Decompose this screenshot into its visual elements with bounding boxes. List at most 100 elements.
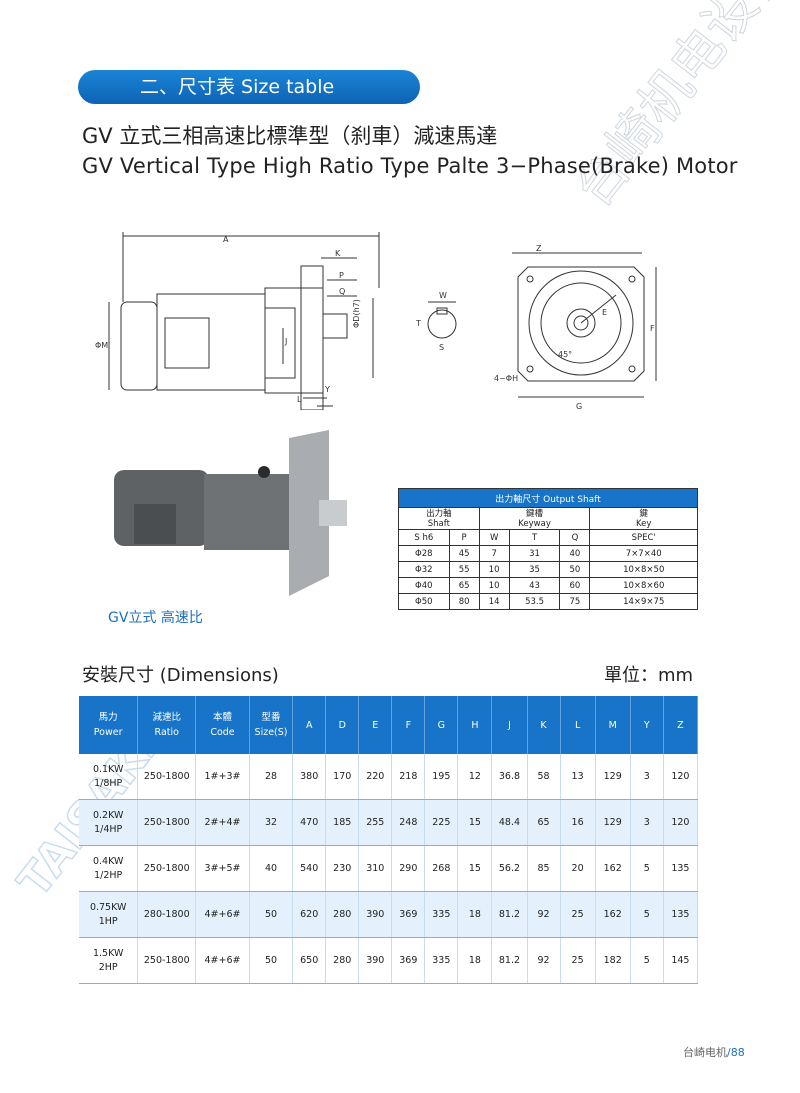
dims-header-en: Power [93, 727, 123, 738]
dims-cell: 36.8 [491, 754, 528, 800]
footer: 台崎电机/88 [683, 1044, 745, 1060]
dims-cell: 310 [358, 845, 393, 892]
dims-header-cell: E [358, 696, 393, 754]
group-key-en: Key [636, 518, 652, 529]
dims-cell: 5 [630, 891, 664, 938]
dims-header-cell: F [391, 696, 426, 754]
label-f: F [650, 324, 655, 333]
dims-cell: 18 [457, 891, 493, 938]
dims-cell: 369 [391, 891, 426, 938]
dims-cell: 225 [424, 799, 459, 846]
shaft-section-drawing: W T S [415, 291, 457, 352]
shaft-cell: 75 [559, 593, 591, 610]
dims-header-cell: A [292, 696, 327, 754]
shaft-cell: 80 [448, 593, 480, 610]
label-d: ΦD(h7) [352, 299, 361, 328]
dims-header-cell: D [325, 696, 360, 754]
label-angle: 45° [558, 350, 572, 359]
dims-cell: 25 [560, 937, 596, 984]
dims-cell: 540 [292, 845, 327, 892]
dims-cell: 81.2 [491, 891, 528, 938]
col-header: W [478, 529, 510, 546]
shaft-cell: 10 [478, 577, 510, 594]
dims-cell: 120 [663, 754, 699, 800]
dims-cell: 129 [595, 799, 631, 846]
dims-header-en: Y [643, 719, 650, 731]
col-header: S h6 [398, 529, 450, 546]
col-header: P [448, 529, 480, 546]
dims-cell: 250-1800 [137, 799, 197, 846]
label-k: K [335, 249, 341, 258]
front-view-drawing: Z E F G 4−ΦH 45° [494, 245, 657, 411]
group-shaft-en: Shaft [427, 518, 450, 529]
dims-cell: 92 [527, 937, 561, 984]
dims-cell: 65 [527, 799, 561, 846]
dims-header-cell: L [560, 696, 596, 754]
group-keyway-cn: 鍵槽 [526, 508, 544, 519]
shaft-cell: 53.5 [508, 593, 561, 610]
power-hp: 1/4HP [94, 823, 123, 835]
dims-cell: 25 [560, 891, 596, 938]
dims-cell: 129 [595, 754, 631, 800]
dims-cell: 40 [249, 845, 294, 892]
dims-cell: 255 [358, 799, 393, 846]
power-kw: 1.5KW [92, 947, 124, 959]
dims-cell: 218 [391, 754, 426, 800]
dims-header-en: F [405, 719, 412, 731]
dims-cell: 81.2 [491, 937, 528, 984]
label-l: L [297, 395, 302, 404]
dims-header-en: M [608, 719, 617, 731]
dims-cell: 3#+5# [195, 845, 250, 892]
group-key-cn: 鍵 [639, 508, 648, 519]
dims-cell: 250-1800 [137, 845, 197, 892]
dims-header-cell: K [527, 696, 561, 754]
shaft-cell: Φ50 [398, 593, 450, 610]
shaft-cell: 14 [478, 593, 510, 610]
dims-cell: 280-1800 [137, 891, 197, 938]
dims-cell: 3 [630, 799, 664, 846]
col-header: SPEC' [589, 529, 698, 546]
shaft-cell: 55 [448, 561, 480, 578]
dims-cell: 4#+6# [195, 891, 250, 938]
dims-header-en: Z [677, 719, 684, 731]
shaft-cell: 60 [559, 577, 591, 594]
dims-cell: 4#+6# [195, 937, 250, 984]
dims-cell: 28 [249, 754, 294, 800]
dims-cell: 162 [595, 891, 631, 938]
power-kw: 0.2KW [92, 809, 124, 821]
dims-cell: 50 [249, 891, 294, 938]
dims-header-en: H [471, 719, 479, 731]
dims-cell: 470 [292, 799, 327, 846]
shaft-cell: 35 [508, 561, 561, 578]
shaft-cell: 40 [559, 545, 591, 562]
dims-header-cn: 型番 [261, 712, 281, 723]
dims-cell: 268 [424, 845, 459, 892]
dims-header-cell: Y [630, 696, 664, 754]
dims-cell: 248 [391, 799, 426, 846]
title-english: GV Vertical Type High Ratio Type Palte 3… [82, 154, 738, 178]
dims-header-cell: J [491, 696, 528, 754]
dims-cell: 15 [457, 845, 493, 892]
dims-header-en: Ratio [154, 727, 179, 738]
col-header: T [508, 529, 561, 546]
label-t: T [415, 319, 421, 328]
dims-cell: 135 [663, 891, 699, 938]
shaft-cell: 65 [448, 577, 480, 594]
dims-cell: 280 [325, 937, 360, 984]
shaft-cell: 7×7×40 [589, 545, 698, 562]
photo-caption: GV立式 高速比 [108, 610, 203, 626]
shaft-cell: 10 [478, 561, 510, 578]
label-g: G [576, 402, 582, 411]
shaft-cell: Φ32 [398, 561, 450, 578]
dims-cell: 92 [527, 891, 561, 938]
